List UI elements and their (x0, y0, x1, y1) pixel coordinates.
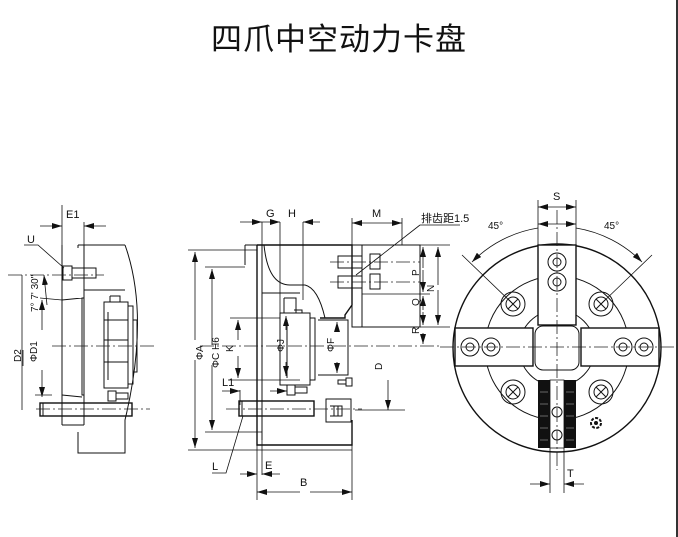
brand-logo-icon (590, 417, 602, 429)
dim-label-d1: ΦD1 (29, 341, 40, 362)
dim-label-b: B (300, 477, 307, 489)
dim-label-phi-j: ΦJ (276, 339, 287, 352)
dim-label-p: P (411, 269, 422, 276)
mounting-bolts (500, 291, 614, 405)
screw-u (62, 265, 73, 281)
dim-label-e1: E1 (66, 209, 79, 221)
dim-label-u: U (27, 234, 35, 246)
dim-label-phi-f: ΦF (326, 338, 337, 352)
drawing-frame-border (676, 0, 678, 537)
dim-label-r: R (411, 327, 422, 334)
dim-label-k: K (225, 345, 236, 352)
dim-label-angle: 7° 7' 30" (30, 274, 41, 312)
section-bolt-head (325, 398, 352, 423)
dim-label-l: L (212, 461, 218, 473)
dim-label-e: E (265, 460, 272, 472)
dim-label-q: Q (411, 298, 422, 306)
section-body-outline (256, 244, 353, 446)
dim-label-h: H (288, 208, 296, 220)
side-flange (61, 245, 85, 426)
drawing-title: 四爪中空动力卡盘 (211, 22, 467, 58)
dim-label-m: M (372, 208, 381, 220)
dim-label-s: S (553, 191, 560, 203)
dim-label-phi-c-h6: ΦC H6 (211, 337, 222, 368)
side-cylinder (103, 301, 138, 389)
angle-label-left: 45° (488, 221, 503, 232)
dim-label-l1: L1 (222, 377, 234, 389)
dim-label-phi-a: ΦA (195, 345, 206, 360)
front-view: 45° 45° S T (440, 191, 675, 493)
dim-label-d: D (374, 363, 385, 370)
dim-label-t: T (567, 468, 574, 480)
side-taper (61, 297, 84, 398)
angle-label-right: 45° (604, 221, 619, 232)
dim-label-g: G (266, 208, 275, 220)
section-long-bolt (238, 400, 315, 417)
side-top-edge (77, 244, 125, 248)
side-view: E1 U 7° 7' 30" D2 ΦD1 (8, 205, 156, 454)
side-long-bolt (39, 402, 133, 417)
dim-label-d2: D2 (13, 349, 24, 362)
section-profile-curve (263, 244, 335, 319)
dim-label-pitch: 排齿距1.5 (421, 211, 469, 225)
section-view: G H M 排齿距1.5 P Q N R D ΦA ΦC H6 (188, 208, 469, 500)
dim-label-n: N (426, 285, 437, 292)
